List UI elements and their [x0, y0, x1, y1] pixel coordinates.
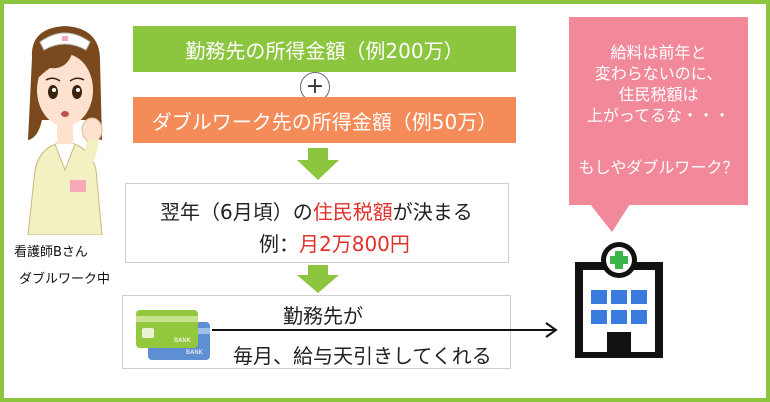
main-job-income-box: 勤務先の所得金額（例200万） — [133, 26, 516, 72]
example-amount: 月2万800円 — [299, 232, 410, 256]
tax-result-line1: 翌年（6月頃）の住民税額が決まる — [160, 196, 473, 225]
tax-result-line2: 例：月2万800円 — [259, 228, 410, 257]
speech-bubble: 給料は前年と 変わらないのに、 住民税額は 上がってるな・・・ もしやダブルワー… — [569, 17, 748, 205]
bank-card-front-label: BANK — [174, 337, 192, 344]
payment-line2: 毎月、給与天引きしてくれる — [233, 344, 492, 368]
tax-result-emphasis: 住民税額 — [312, 200, 393, 224]
payment-line1: 勤務先が — [283, 304, 363, 328]
tax-result-box: 翌年（6月頃）の住民税額が決まる 例：月2万800円 — [125, 183, 509, 263]
right-arrow-icon — [212, 322, 558, 338]
side-job-income-box: ダブルワーク先の所得金額（例50万） — [133, 97, 516, 143]
hospital-icon — [575, 242, 663, 358]
speech-bubble-tail — [590, 204, 630, 232]
bubble-text-question: もしやダブルワーク？ — [578, 158, 739, 177]
bank-card-icon: BANK BANK — [136, 310, 210, 360]
person-name: 看護師Bさん — [14, 245, 88, 260]
down-arrow-icon — [297, 148, 339, 180]
bank-card-back-label: BANK — [186, 349, 204, 356]
tax-result-suffix: が決まる — [392, 200, 473, 224]
example-prefix: 例： — [259, 232, 299, 256]
person-status: ダブルワーク中 — [19, 272, 111, 287]
bubble-text-main: 給料は前年と 変わらないのに、 住民税額は 上がってるな・・・ — [586, 43, 731, 125]
nurse-illustration — [27, 26, 103, 235]
tax-result-prefix: 翌年（6月頃）の — [160, 200, 313, 224]
down-arrow-icon — [297, 265, 339, 293]
